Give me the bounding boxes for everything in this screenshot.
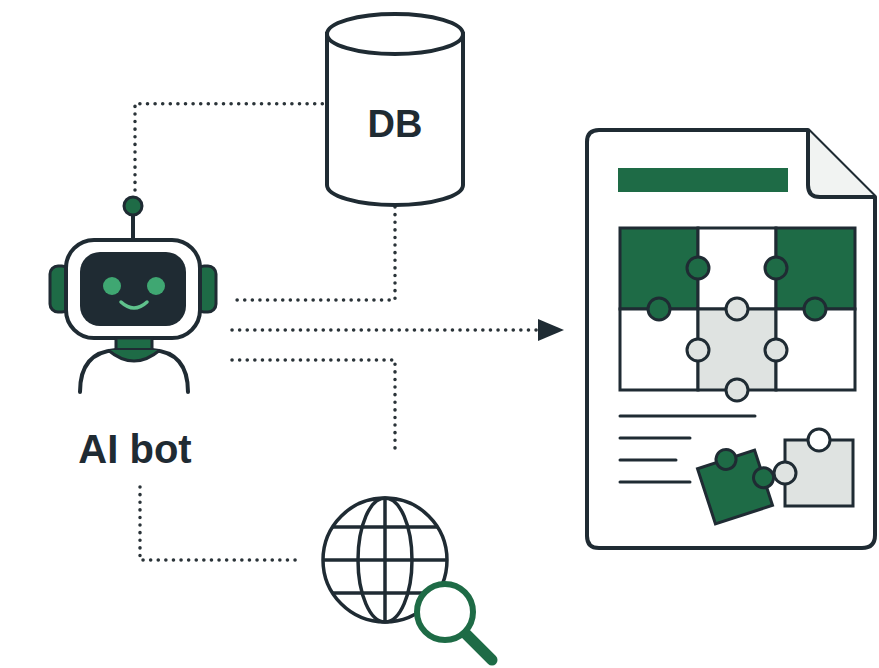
- text-lines: [620, 437, 690, 440]
- robot-icon: [66, 240, 200, 338]
- node-label: DB: [368, 103, 423, 147]
- robot-icon: [80, 350, 188, 392]
- cylinder-outline: [327, 34, 463, 205]
- puzzle-grid: [765, 257, 787, 279]
- text-lines: [620, 459, 676, 462]
- puzzle-grid: [804, 298, 826, 320]
- magnifier-icon: [417, 584, 473, 640]
- robot-icon: [124, 197, 142, 215]
- dotted-connector: [135, 104, 325, 190]
- document-icon: [587, 130, 875, 548]
- puzzle-grid: [648, 298, 670, 320]
- robot-icon: [50, 197, 216, 392]
- puzzle-piece: [751, 465, 776, 490]
- arrow-head: [538, 319, 564, 341]
- puzzle-piece: [713, 447, 738, 472]
- robot-icon: [147, 277, 165, 295]
- dotted-connector: [230, 207, 395, 300]
- cylinder-outline: [327, 14, 463, 54]
- robot-icon: [121, 302, 147, 308]
- robot-icon: [131, 214, 135, 241]
- puzzle-piece: [808, 429, 830, 451]
- bot-label: AI bot: [78, 426, 191, 472]
- text-lines: [620, 415, 755, 418]
- robot-icon: [103, 277, 121, 295]
- dotted-link: [232, 328, 538, 332]
- document-icon: [618, 168, 788, 192]
- bot-node: AI bot: [40, 190, 230, 480]
- puzzle-grid: [687, 339, 709, 361]
- puzzle-grid: [726, 379, 748, 401]
- document-icon: [587, 130, 875, 548]
- text-lines: [620, 481, 690, 484]
- document-icon: [808, 130, 875, 197]
- puzzle-piece: [694, 438, 782, 524]
- puzzle-grid: [687, 257, 709, 279]
- robot-icon: [108, 350, 160, 361]
- puzzle-grid: [620, 228, 855, 401]
- dotted-link: [140, 330, 538, 560]
- globe-icon: [323, 558, 447, 562]
- robot-icon: [80, 252, 186, 326]
- dotted-link: [232, 360, 395, 452]
- puzzle-grid: [765, 339, 787, 361]
- puzzle-piece: [694, 429, 853, 524]
- database-cylinder: DB: [325, 12, 465, 207]
- puzzle-grid: [726, 298, 748, 320]
- puzzle-piece: [774, 462, 796, 484]
- magnifier-icon: [417, 584, 492, 660]
- dotted-link: [140, 487, 300, 560]
- globe-icon: [333, 525, 437, 529]
- magnifier-icon: [466, 634, 492, 660]
